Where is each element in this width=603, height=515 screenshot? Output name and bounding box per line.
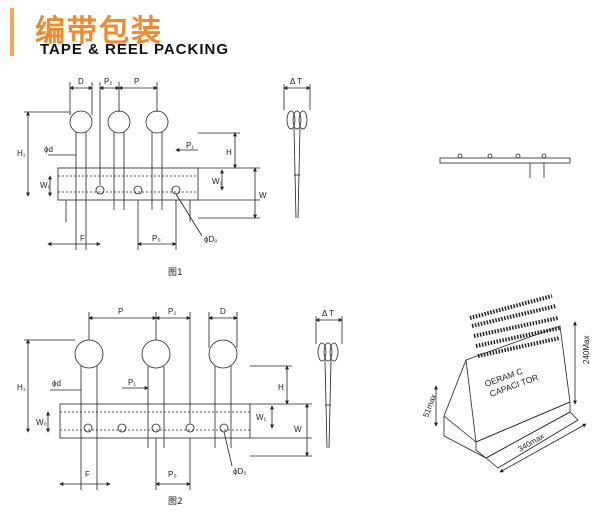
fig2-capacitor <box>208 339 238 448</box>
fig1-reel-edge <box>439 153 571 178</box>
figure-2 <box>24 312 343 490</box>
fig1-caption: 图1 <box>168 267 183 278</box>
title-chinese: 编带包装 <box>35 14 163 49</box>
label-H: H <box>226 148 232 157</box>
fig1-capacitor <box>69 110 93 210</box>
title-english: TAPE & REEL PACKING <box>40 41 230 58</box>
label-P1: P₁ <box>186 141 194 150</box>
label-P: P <box>134 77 139 86</box>
fig2-side-view <box>315 316 343 449</box>
fig2-sprocket-hole <box>83 423 93 433</box>
ammo-box-labels: OERAM C CAPACI TOR 240Max 340max 51max <box>421 336 591 454</box>
label-P1: P₁ <box>128 378 136 387</box>
fig2-sprocket-hole <box>151 423 161 433</box>
label-dT: Δ T <box>322 309 334 318</box>
fig2-caption: 图2 <box>168 496 183 507</box>
fig1-sprocket-hole <box>171 185 181 195</box>
figure-1 <box>24 82 571 250</box>
label-phiD0: ϕD₀ <box>204 235 218 244</box>
fig1-sprocket-hole <box>95 185 105 195</box>
fig1-capacitor <box>107 110 131 210</box>
label-phi-d: ϕd <box>52 379 61 388</box>
fig1-side-view <box>283 84 311 219</box>
label-H1: H₁ <box>17 383 26 392</box>
label-H: H <box>278 383 284 392</box>
ammo-box <box>434 294 587 473</box>
fig1-capacitor <box>145 110 169 210</box>
fig2-sprocket-hole <box>185 423 195 433</box>
box-dim-height: 240Max <box>582 336 591 364</box>
fig2-sprocket-hole <box>219 423 229 433</box>
label-F: F <box>80 234 85 243</box>
label-D: D <box>78 77 84 86</box>
box-dim-depth: 51max <box>421 393 438 419</box>
fig1-tape <box>57 167 199 201</box>
header-accent-bar <box>10 8 14 56</box>
fig2-sprocket-hole <box>117 423 127 433</box>
fig1-sprocket-hole <box>133 185 143 195</box>
box-dim-width: 340max <box>517 432 546 454</box>
label-W: W <box>259 191 267 200</box>
fig2-labels: P P₂ D H₁ ϕd P₁ W₀ H W₁ W F P₀ ϕD₀ Δ T 图… <box>17 307 334 507</box>
label-W0: W₀ <box>40 181 51 190</box>
fig1-labels: D P₂ P H₁ ϕd W₀ P₁ H W₁ W F P₀ ϕD₀ Δ T 图… <box>17 77 302 278</box>
label-D: D <box>220 307 226 316</box>
fig2-tape <box>59 403 251 439</box>
label-phiD0: ϕD₀ <box>233 467 247 476</box>
label-P0: P₀ <box>168 470 177 479</box>
label-W: W <box>294 425 302 434</box>
label-P2: P₂ <box>104 77 112 86</box>
label-P2: P₂ <box>168 307 176 316</box>
label-H1: H₁ <box>17 149 26 158</box>
label-P0: P₀ <box>152 234 161 243</box>
label-P: P <box>118 307 123 316</box>
label-phi-d: ϕd <box>44 145 53 154</box>
label-W1: W₁ <box>256 413 267 422</box>
label-dT: Δ T <box>290 77 302 86</box>
label-F: F <box>85 470 90 479</box>
label-W1: W₁ <box>212 177 223 186</box>
label-W0: W₀ <box>36 418 47 427</box>
ammo-box-tape-folds <box>469 294 561 358</box>
